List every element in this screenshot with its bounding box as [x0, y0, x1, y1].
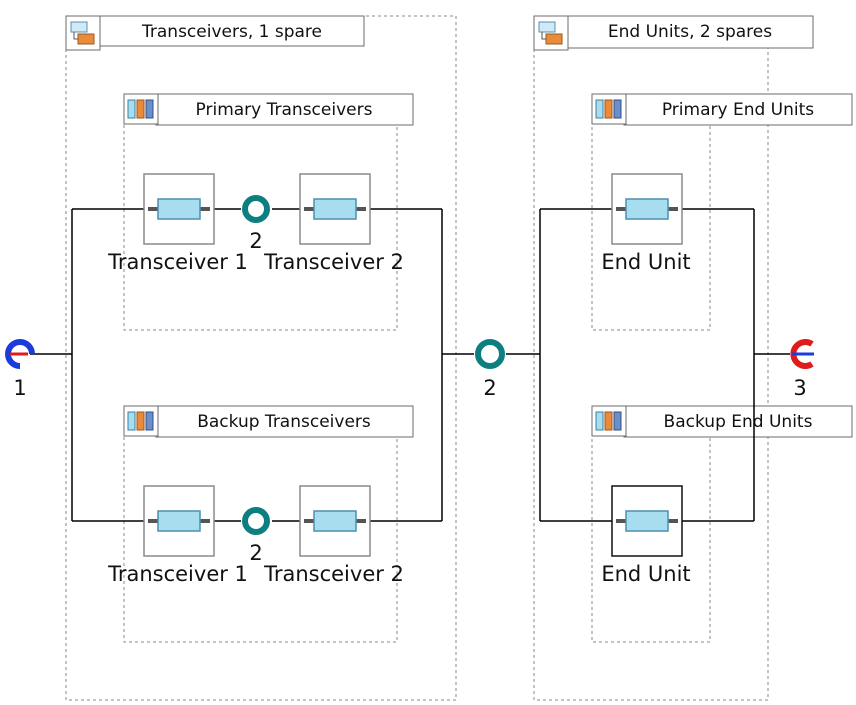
block-primary-transceiver-1[interactable]: Transceiver 1: [107, 172, 248, 274]
group-backup-transceivers-title: Backup Transceivers: [197, 412, 371, 432]
group-backup-transceivers[interactable]: Backup Transceivers: [123, 405, 414, 643]
block-primary-end-unit[interactable]: End Unit: [601, 172, 691, 274]
block-backup-transceiver-1[interactable]: Transceiver 1: [107, 484, 248, 586]
block-backup-end-unit[interactable]: End Unit: [601, 484, 691, 586]
group-primary-transceivers-title: Primary Transceivers: [196, 100, 373, 120]
start-node-label: 1: [13, 376, 26, 400]
block-label: End Unit: [601, 562, 690, 586]
node-label: 2: [249, 541, 262, 565]
group-end-units-title: End Units, 2 spares: [608, 22, 772, 42]
node-primary-series[interactable]: 2: [242, 195, 270, 253]
group-primary-end-units[interactable]: Primary End Units: [591, 93, 853, 331]
block-label: End Unit: [601, 250, 690, 274]
block-label: Transceiver 1: [107, 250, 248, 274]
end-node[interactable]: 3: [790, 339, 814, 400]
group-transceivers[interactable]: Transceivers, 1 spare: [65, 15, 457, 701]
block-label: Transceiver 2: [263, 250, 404, 274]
group-backup-end-units-title: Backup End Units: [664, 412, 813, 432]
connection-lines: [30, 208, 790, 522]
node-label: 2: [483, 376, 496, 400]
group-backup-end-units[interactable]: Backup End Units: [591, 405, 853, 643]
block-label: Transceiver 1: [107, 562, 248, 586]
group-end-units[interactable]: End Units, 2 spares: [533, 15, 814, 701]
block-label: Transceiver 2: [263, 562, 404, 586]
node-center[interactable]: 2: [475, 339, 505, 400]
group-primary-end-units-title: Primary End Units: [662, 100, 814, 120]
end-node-label: 3: [793, 376, 806, 400]
block-primary-transceiver-2[interactable]: Transceiver 2: [263, 172, 404, 274]
node-label: 2: [249, 229, 262, 253]
group-transceivers-title: Transceivers, 1 spare: [141, 22, 322, 42]
start-node[interactable]: 1: [5, 339, 35, 400]
group-primary-transceivers[interactable]: Primary Transceivers: [123, 93, 414, 331]
node-backup-series[interactable]: 2: [242, 507, 270, 565]
block-backup-transceiver-2[interactable]: Transceiver 2: [263, 484, 404, 586]
